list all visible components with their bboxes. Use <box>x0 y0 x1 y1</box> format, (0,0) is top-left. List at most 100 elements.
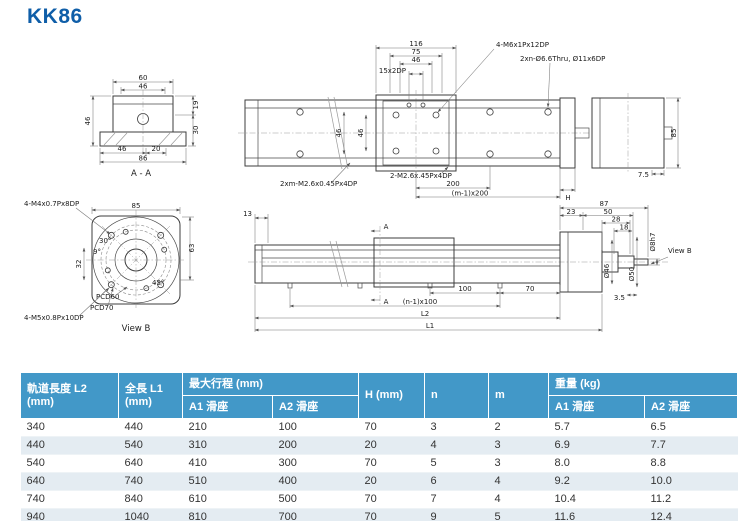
dim-label: 46 <box>139 83 148 91</box>
section-mark: A <box>384 298 389 306</box>
cell: 940 <box>26 511 45 521</box>
dim-label: 46 <box>357 128 365 137</box>
cell: 410 <box>188 457 207 469</box>
cell: 440 <box>124 421 143 433</box>
cell: 640 <box>124 457 143 469</box>
cell: 610 <box>188 493 207 505</box>
cell: 7 <box>430 493 437 505</box>
dim-label: (m-1)x200 <box>452 190 489 198</box>
flange-view: 85 4-M4x0.7Px8DP 30° 9° 32 63 45° PCD60 … <box>24 200 196 334</box>
header-weight: 重量 (kg) <box>548 372 739 396</box>
plan-view: 116 75 46 15x2DP 4-M6x1Px12DP 2xn-Ø6.6Th… <box>238 40 681 202</box>
side-view: A A 13 87 23 50 28 <box>243 200 692 332</box>
cell: 210 <box>188 421 207 433</box>
cell: 2 <box>494 421 501 433</box>
dim-label: 32 <box>75 260 83 269</box>
cell: 500 <box>278 493 297 505</box>
cell: 5.7 <box>554 421 570 433</box>
dim-label: 30 <box>192 126 200 135</box>
spec-table-header: 軌道長度 L2 (mm) 全長 L1 (mm) 最大行程 (mm) H (mm)… <box>20 372 739 419</box>
header-rail-length: 軌道長度 L2 (mm) <box>20 372 119 419</box>
cell: 20 <box>364 475 377 487</box>
page-title: KK86 <box>27 5 83 28</box>
cell: 20 <box>364 439 377 451</box>
cell: 510 <box>188 475 207 487</box>
dim-label: 46 <box>412 56 421 64</box>
cell: 300 <box>278 457 297 469</box>
cell: 11.6 <box>554 511 576 521</box>
dim-label: 200 <box>446 180 459 188</box>
cell: 540 <box>26 457 45 469</box>
header-weight-a1: A1 滑座 <box>548 395 646 419</box>
cell: 810 <box>188 511 207 521</box>
cell: 4 <box>494 475 501 487</box>
dim-label: 28 <box>612 216 621 224</box>
dim-label: 20 <box>152 145 161 153</box>
cell: 440 <box>26 439 45 451</box>
cell: 70 <box>364 457 377 469</box>
cell: 100 <box>278 421 297 433</box>
dim-label: 15x2DP <box>379 67 406 75</box>
dim-label: 50 <box>604 208 613 216</box>
cell: 4 <box>494 493 501 505</box>
angle-label: 45° <box>152 279 164 287</box>
cell: 70 <box>364 493 377 505</box>
cell: 1040 <box>124 511 149 521</box>
dim-label: 100 <box>458 285 471 293</box>
cell: 9 <box>430 511 437 521</box>
thread-callout: 4-M4x0.7Px8DP <box>24 200 79 208</box>
cell: 740 <box>26 493 45 505</box>
dim-label: 23 <box>567 208 576 216</box>
cell: 6 <box>430 475 437 487</box>
header-total-length: 全長 L1 (mm) <box>118 372 183 419</box>
dim-label: Ø50 <box>628 267 636 281</box>
cell: 310 <box>188 439 207 451</box>
cell: 640 <box>26 475 45 487</box>
header-n: n <box>424 372 490 419</box>
angle-label: 30° <box>99 237 111 245</box>
dim-label: 86 <box>139 155 148 163</box>
cell: 12.4 <box>650 511 672 521</box>
carriage-side <box>373 237 455 288</box>
cell: 8.0 <box>554 457 570 469</box>
header-stroke-a1: A1 滑座 <box>182 395 273 419</box>
view-b-reference: View B <box>668 247 692 255</box>
dim-label: Ø46 <box>603 263 611 278</box>
hole-callout: 2xn-Ø6.6Thru, Ø11x6DP <box>520 55 605 63</box>
dim-label: 70 <box>526 285 535 293</box>
dim-label: 85 <box>132 202 141 210</box>
dim-label: 7.5 <box>638 171 649 179</box>
dim-label: 19 <box>192 101 200 110</box>
dim-label: 13 <box>243 210 252 218</box>
header-weight-a2: A2 滑座 <box>644 395 739 419</box>
cell: 200 <box>278 439 297 451</box>
thread-callout: 2-M2.6x.45Px4DP <box>390 172 452 180</box>
dim-label: 60 <box>139 74 148 82</box>
cell: 70 <box>364 421 377 433</box>
spec-table: 軌道長度 L2 (mm) 全長 L1 (mm) 最大行程 (mm) H (mm)… <box>20 372 739 521</box>
header-m: m <box>488 372 550 419</box>
dim-label: 3.5 <box>614 294 625 302</box>
cell: 6.5 <box>650 421 666 433</box>
thread-callout: 2xm-M2.6x0.45Px4DP <box>280 180 357 188</box>
dim-label: 85 <box>670 129 678 138</box>
header-stroke-a2: A2 滑座 <box>271 395 360 419</box>
cell: 11.2 <box>650 493 672 505</box>
cell: 4 <box>430 439 437 451</box>
cell: 10.0 <box>650 475 672 487</box>
dim-label: 46 <box>335 128 343 137</box>
cell: 400 <box>278 475 297 487</box>
pcd-label: PCD70 <box>90 304 113 312</box>
cell: 5 <box>430 457 437 469</box>
cell: 5 <box>494 511 501 521</box>
cell: 9.2 <box>554 475 570 487</box>
section-mark: A <box>384 223 389 231</box>
section-caption: A - A <box>131 169 151 179</box>
